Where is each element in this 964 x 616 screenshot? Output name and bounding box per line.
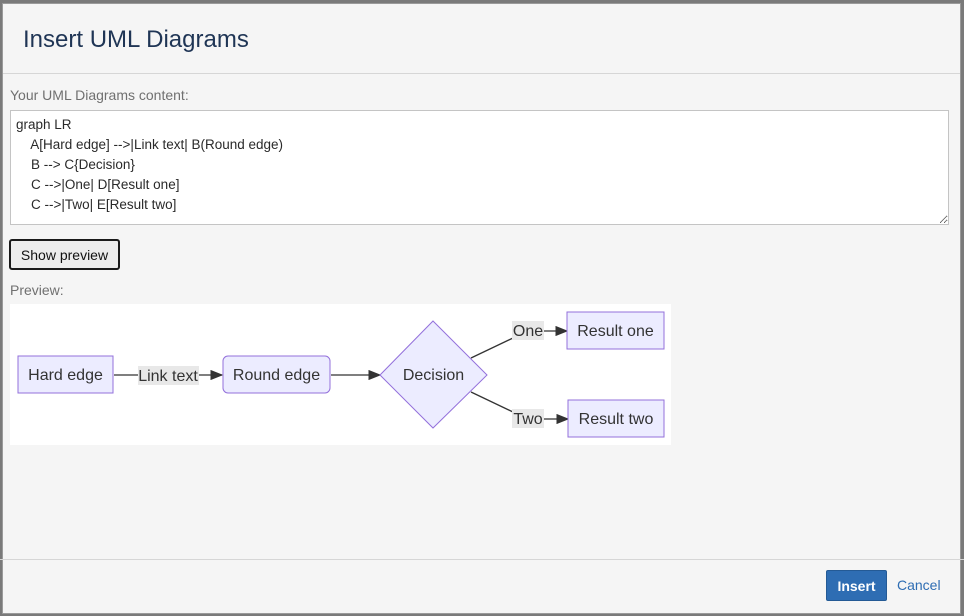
show-preview-button[interactable]: Show preview <box>9 239 120 270</box>
edge-label-bg-one <box>512 321 544 340</box>
node-result-two-label: Result two <box>579 411 654 428</box>
edge-label-link-text: Link text <box>138 368 198 385</box>
insert-button[interactable]: Insert <box>826 570 887 601</box>
node-result-one-label: Result one <box>577 323 654 340</box>
edge-decision-to-one-a <box>470 337 514 359</box>
uml-content-textarea[interactable]: graph LR A[Hard edge] -->|Link text| B(R… <box>10 110 949 225</box>
node-result-one <box>566 311 665 350</box>
edge-decision-to-two-a <box>470 391 514 413</box>
dialog-header: Insert UML Diagrams <box>3 4 960 74</box>
dialog-footer <box>0 559 964 616</box>
node-decision <box>379 320 488 429</box>
flowchart-svg: Link text One Two Hard edge Round edge D… <box>17 311 665 438</box>
edge-label-two: Two <box>513 411 542 428</box>
preview-label: Preview: <box>10 282 64 298</box>
node-result-two <box>567 399 665 438</box>
edge-label-bg-two <box>512 409 544 428</box>
cancel-link[interactable]: Cancel <box>897 577 941 593</box>
edge-label-one: One <box>513 323 543 340</box>
node-hard-edge-label: Hard edge <box>28 367 103 384</box>
dialog-title: Insert UML Diagrams <box>23 26 249 53</box>
node-round-edge <box>222 355 331 394</box>
node-round-edge-label: Round edge <box>233 367 320 384</box>
node-decision-label: Decision <box>403 367 464 384</box>
content-label: Your UML Diagrams content: <box>10 87 189 103</box>
diagram-preview: Link text One Two Hard edge Round edge D… <box>10 304 671 445</box>
edge-label-bg-link <box>138 366 199 385</box>
node-hard-edge <box>17 355 114 394</box>
